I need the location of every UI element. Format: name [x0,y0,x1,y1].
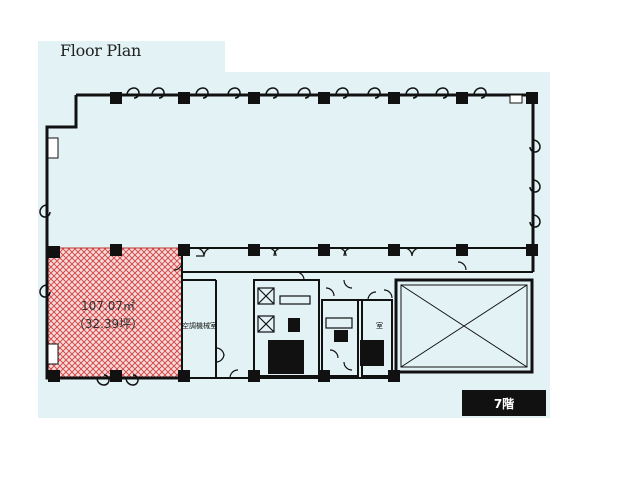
machine-room-label: 空調機械室 [182,322,217,330]
elevator-icons [257,287,353,333]
room-label: 室 [376,322,383,330]
plan-background-tab [38,41,225,75]
elevator-void [394,278,534,374]
plan-title: Floor Plan [60,41,141,60]
leasable-area-label: 107.07㎡ （32.39坪） [56,297,160,333]
door-swings [173,247,467,379]
window-blinds [39,87,541,386]
interior-walls [182,271,533,379]
floor-badge: 7階 [462,390,546,416]
area-sqm: 107.07㎡ [81,299,135,313]
wall-cabinets [47,94,523,365]
core-fixtures [268,318,384,374]
structural-columns [48,92,538,382]
area-tsubo: （32.39坪） [72,317,144,331]
